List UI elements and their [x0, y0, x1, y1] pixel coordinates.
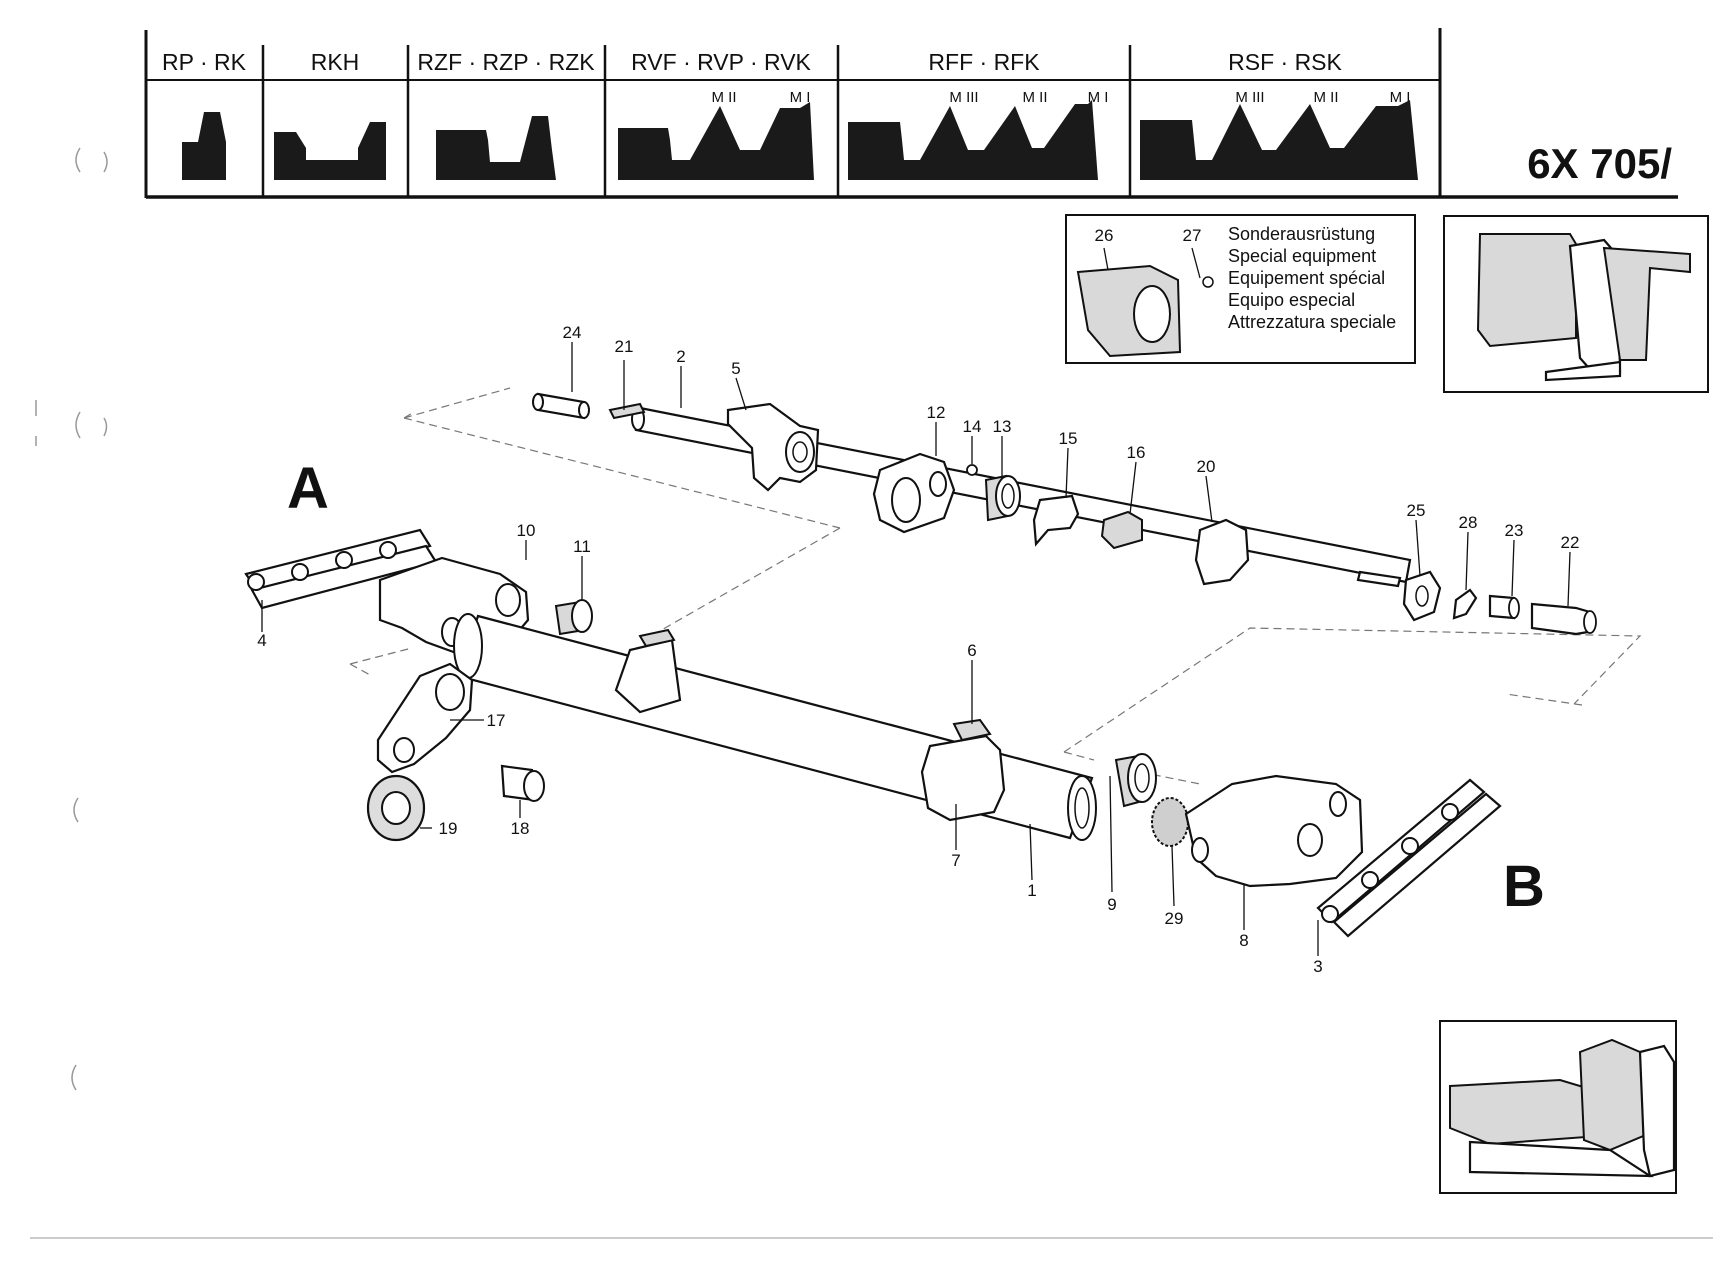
leader-lines	[261, 342, 1571, 956]
pin-part-24	[536, 392, 586, 420]
callout-3: 3	[1313, 957, 1322, 976]
callout-2: 2	[676, 347, 685, 366]
callout-20: 20	[1197, 457, 1216, 476]
washer-part-14	[966, 464, 978, 476]
callout-26: 26	[1095, 226, 1114, 245]
callout-13: 13	[993, 417, 1012, 436]
profile-rzf-icon	[436, 116, 556, 180]
special-label-fr: Equipement spécial	[1228, 268, 1385, 288]
mode-label: M III	[949, 89, 978, 106]
gear-part-29	[1151, 797, 1189, 847]
callout-29: 29	[1165, 909, 1184, 928]
callout-5: 5	[731, 359, 740, 378]
column-label-rsf-rsk: RSF · RSK	[1228, 49, 1342, 75]
profile-rff-icon	[848, 100, 1098, 180]
column-label-rvf-rvp-rvk: RVF · RVP · RVK	[631, 49, 811, 75]
callout-18: 18	[511, 819, 530, 838]
callout-22: 22	[1561, 533, 1580, 552]
screw-part-22	[1530, 602, 1592, 636]
guide-profile-illustration-bottom	[1439, 1020, 1677, 1194]
callout-4: 4	[257, 631, 266, 650]
end-block-part-8	[1184, 774, 1364, 888]
cam-block-part-20	[1194, 518, 1250, 586]
callout-16: 16	[1127, 443, 1146, 462]
special-label-es: Equipo especial	[1228, 290, 1355, 310]
section-label-a: A	[287, 456, 329, 521]
column-label-rff-rfk: RFF · RFK	[928, 49, 1040, 75]
mode-label: M II	[712, 89, 737, 106]
assembly-dash-lines	[349, 387, 1642, 785]
column-label-rkh: RKH	[311, 49, 360, 75]
mode-label: M III	[1235, 89, 1264, 106]
mode-label: M I	[790, 89, 811, 106]
callout-9: 9	[1107, 895, 1116, 914]
chain-part-4	[244, 528, 438, 610]
chain-part-3	[1316, 778, 1502, 938]
callout-11: 11	[573, 537, 591, 556]
callout-numbers: 24 21 2 5 12 14 13 15 16 20 25 28 23 22 …	[257, 323, 1579, 976]
callout-25: 25	[1407, 501, 1426, 520]
callout-6: 6	[967, 641, 976, 660]
clamp-part-16	[1100, 510, 1143, 550]
callout-27: 27	[1183, 226, 1202, 245]
special-label-de: Sonderausrüstung	[1228, 224, 1375, 244]
mode-label: M II	[1023, 89, 1048, 106]
guide-profile-illustration-top	[1443, 215, 1709, 393]
profile-rvf-icon	[618, 102, 814, 180]
callout-7: 7	[951, 851, 960, 870]
mode-label: M II	[1314, 89, 1339, 106]
profile-rp-rk-icon	[182, 112, 226, 180]
cam-part-15	[1032, 494, 1080, 547]
special-label-it: Attrezzatura speciale	[1228, 312, 1396, 332]
callout-12: 12	[927, 403, 946, 422]
column-label-rp-rk: RP · RK	[162, 49, 247, 75]
callout-15: 15	[1059, 429, 1078, 448]
special-equipment-box: 26 27 Sonderausrüstung Special equipment…	[1065, 214, 1416, 364]
callout-1: 1	[1027, 881, 1036, 900]
mode-label: M I	[1088, 89, 1109, 106]
profile-rsf-icon	[1140, 100, 1418, 180]
callout-8: 8	[1239, 931, 1248, 950]
callout-10: 10	[517, 521, 536, 540]
section-label-b: B	[1503, 854, 1545, 919]
callout-19: 19	[439, 819, 458, 838]
column-label-rzf-rzp-rzk: RZF · RZP · RZK	[417, 49, 595, 75]
callout-28: 28	[1459, 513, 1478, 532]
model-header-table: RP · RK RKH RZF · RZP · RZK RVF · RVP · …	[144, 28, 1678, 199]
lower-tube-assembly	[244, 528, 1502, 938]
callout-21: 21	[615, 337, 634, 356]
binder-marks	[35, 147, 108, 1091]
callout-24: 24	[563, 323, 582, 342]
clip-part-28	[1452, 588, 1478, 620]
key-part-21	[608, 402, 646, 420]
upper-shaft-assembly	[532, 392, 1597, 636]
profile-rkh-icon	[274, 122, 386, 180]
catalog-code: 6X 705/	[1527, 140, 1672, 187]
mode-label: M I	[1390, 89, 1411, 106]
callout-14: 14	[963, 417, 982, 436]
callout-23: 23	[1505, 521, 1524, 540]
special-label-en: Special equipment	[1228, 246, 1376, 266]
clamp-part-6-7	[920, 734, 1006, 822]
callout-17: 17	[487, 711, 506, 730]
